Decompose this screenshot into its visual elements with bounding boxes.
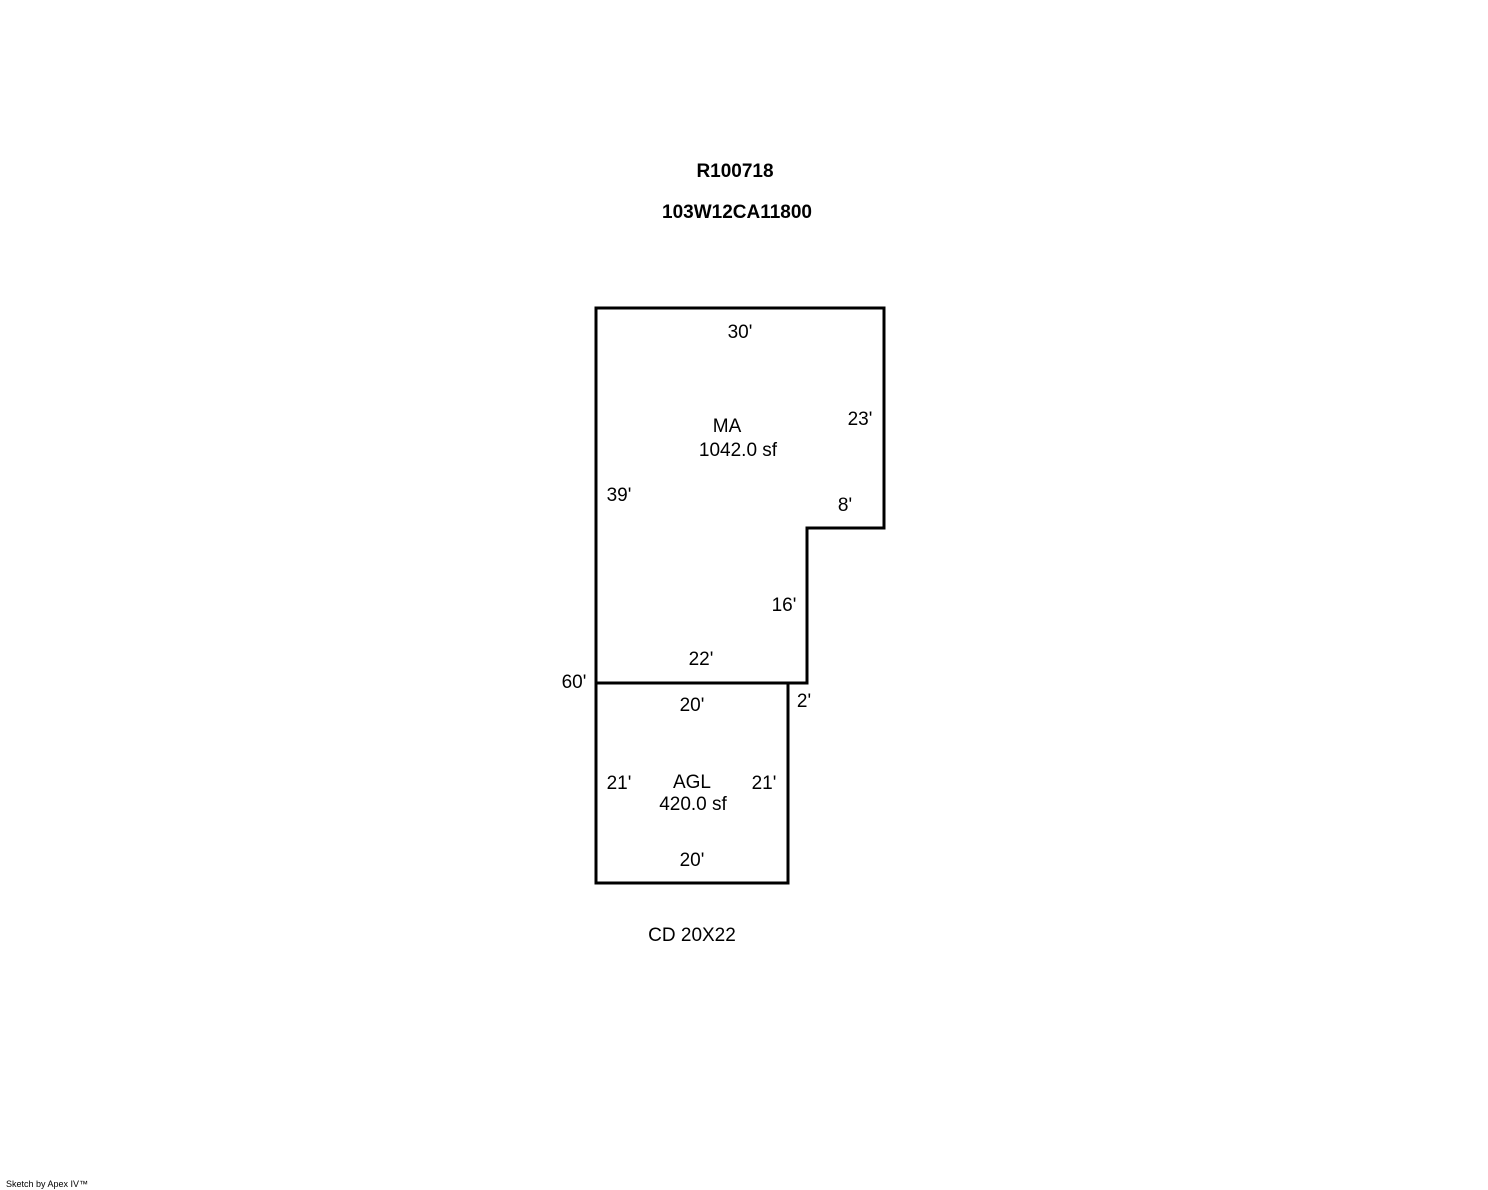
footer-credit: Sketch by Apex IV™: [6, 1179, 88, 1189]
garage-bottom-dimension: 20': [680, 850, 705, 871]
main-area-code: MA: [713, 416, 742, 437]
main-area-step-vertical-dimension: 16': [772, 595, 797, 616]
main-area-top-dimension: 30': [728, 322, 753, 343]
garage-top-dimension: 20': [680, 695, 705, 716]
map-tax-lot: 103W12CA11800: [662, 202, 812, 223]
main-area-bottom-dimension: 22': [689, 649, 714, 670]
main-area-step-horizontal-dimension: 8': [838, 495, 852, 516]
note-text: CD 20X22: [648, 925, 736, 946]
total-left-dimension: 60': [562, 672, 587, 693]
main-area-right-dimension: 23': [848, 409, 873, 430]
garage-left-dimension: 21': [607, 773, 632, 794]
garage-outline: [594, 681, 790, 885]
offset-dimension: 2': [797, 691, 811, 712]
main-area-left-dimension: 39': [607, 485, 632, 506]
garage-square-feet: 420.0 sf: [659, 794, 727, 815]
garage-right-dimension: 21': [752, 773, 777, 794]
garage-code: AGL: [673, 772, 711, 793]
main-area-square-feet: 1042.0 sf: [699, 440, 778, 461]
account-number: R100718: [696, 161, 773, 182]
